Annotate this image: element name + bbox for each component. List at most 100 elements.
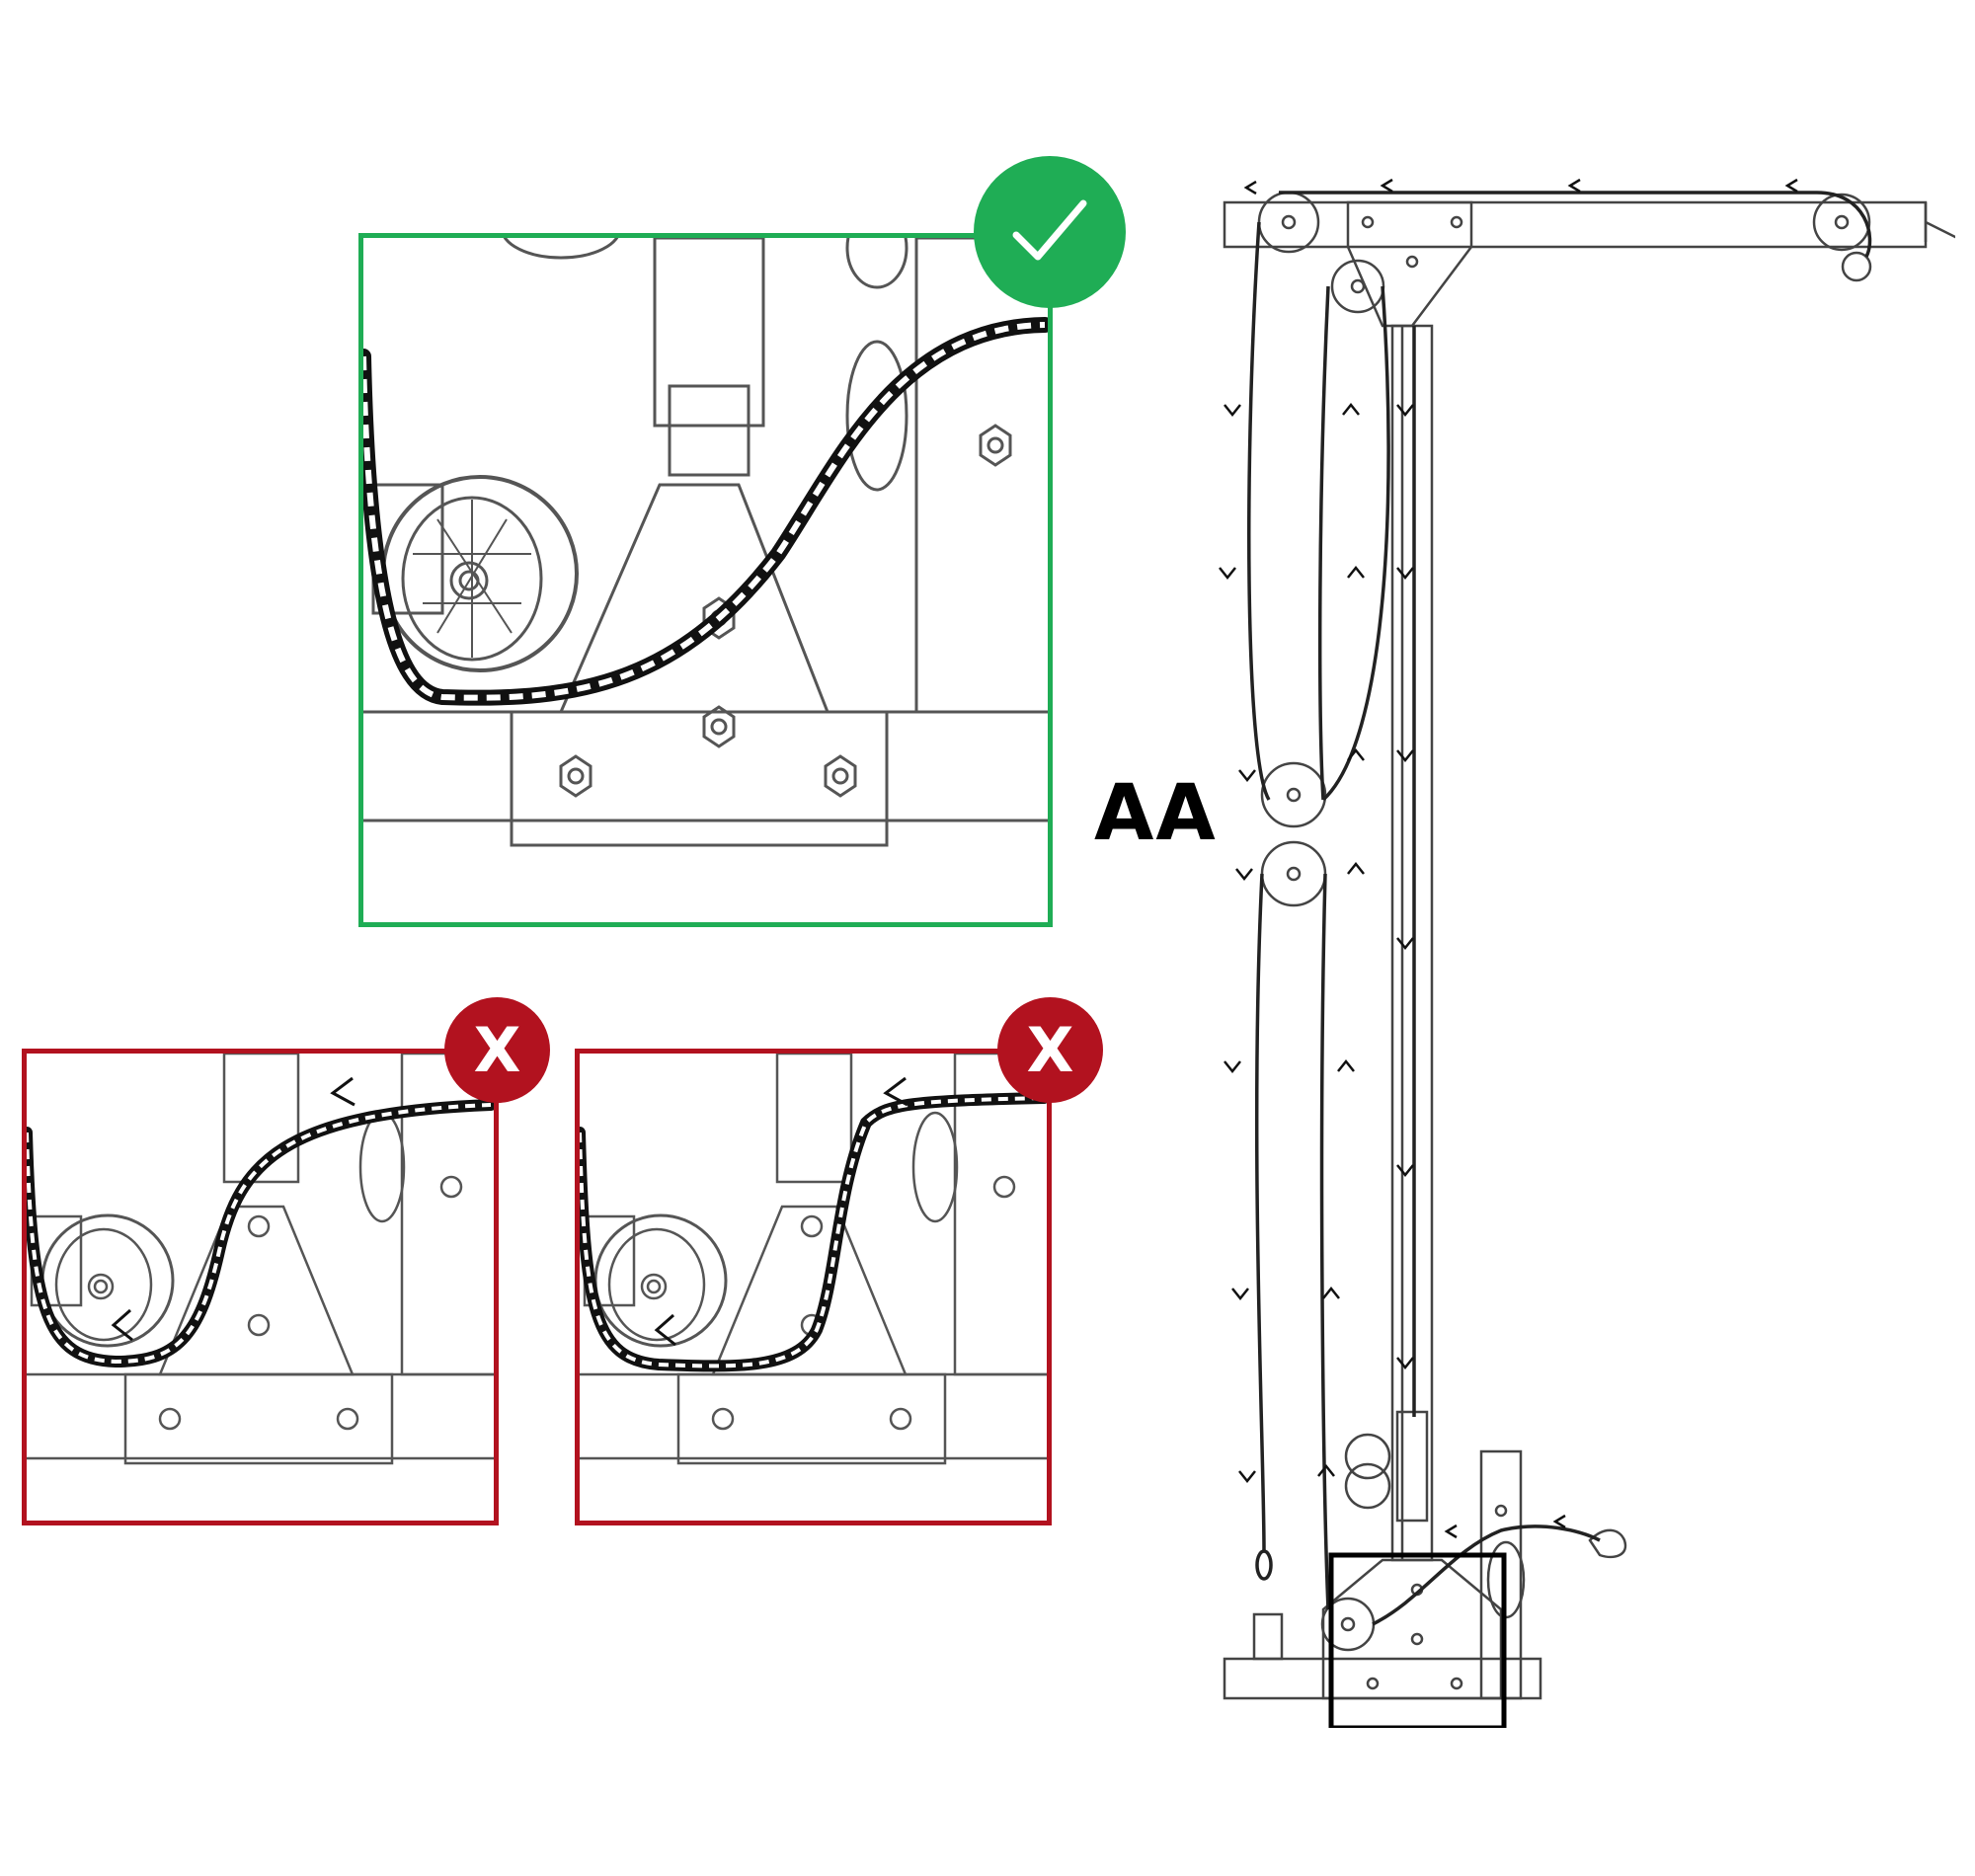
pulley-axle [1286,866,1302,882]
direction-arrow-icon [1396,749,1414,763]
detail-callout-box [1328,1552,1507,1728]
bolt [559,754,592,798]
correct-check-badge [974,156,1126,308]
direction-arrow-icon [1219,567,1236,581]
bolt [800,1214,824,1238]
cable [580,1092,1047,1372]
arm-hook [1924,202,1955,242]
cable-run [1317,285,1330,801]
weight-pulley-lower [1344,1462,1391,1510]
bolt-center [987,436,1004,454]
incorrect-routing-panel-2 [575,1049,1052,1525]
direction-arrow-icon [1552,1514,1566,1529]
top-rear-pulley [845,238,908,289]
weight-carriage [1395,1410,1429,1523]
direction-arrow-icon [1347,565,1365,579]
direction-arrow-icon [1444,1524,1458,1539]
right-frame [400,1054,494,1376]
handle-icon [1588,1528,1627,1559]
bolt [979,424,1012,467]
incorrect-routing-detail-1 [27,1054,494,1465]
pulley-axle [1340,1616,1356,1632]
right-frame [953,1054,1047,1376]
direction-arrow-icon [1784,178,1798,194]
pulley-spokes [413,500,531,658]
base-frame [1223,1657,1542,1700]
direction-arrow-icon [883,1076,908,1107]
triangle-bracket [158,1205,355,1376]
direction-arrow-icon [111,1308,133,1342]
foot-plate-icon [1252,1612,1284,1661]
bolt-center [831,767,849,785]
right-frame [914,238,1048,714]
correct-routing-panel [358,233,1053,927]
pulley-axle-inner [458,570,480,591]
direction-arrow-icon [1224,1060,1241,1074]
pulley-axle-inner [646,1279,662,1294]
direction-arrow-icon [1342,402,1360,416]
top-wheel [503,238,619,260]
cable-run [1279,191,1872,258]
cable-run [1247,221,1271,801]
bolt [158,1407,182,1431]
direction-arrow-icon [1396,937,1414,951]
bolt [824,754,857,798]
bolt-center [567,767,585,785]
pulley-inner [401,496,543,662]
direction-arrow-icon [1347,861,1365,875]
vertical-post [775,1054,853,1184]
base-plate [580,1372,1047,1460]
pulley-inner [54,1227,153,1342]
bolt [247,1214,271,1238]
direction-arrow-icon [1317,1463,1335,1477]
bolt [702,705,736,748]
direction-arrow-icon [1224,404,1241,418]
bolt [336,1407,359,1431]
machine-overview-diagram [1219,178,1955,1728]
pulley-axle [1281,214,1297,230]
bolt [1361,215,1375,229]
cable-core [27,1103,492,1365]
bolt [711,1407,735,1431]
triangle-bracket [558,483,830,714]
direction-arrow-icon [1243,180,1257,195]
cable-run [1372,1524,1601,1626]
bolt [1410,1632,1424,1646]
pulley-axle [1286,787,1302,803]
incorrect-routing-detail-2 [580,1054,1047,1465]
section-label: AA [1094,769,1218,858]
direction-arrow-icon [1337,1058,1355,1072]
carabiner-icon [1841,251,1872,282]
bolt-center [710,718,728,736]
bolt [247,1313,271,1337]
pulley-axle [1834,214,1850,230]
direction-arrow-icon [1235,868,1253,882]
middle-lower-pulley [1260,840,1327,907]
pulley-axle [1350,278,1366,294]
base-bracket [1321,1558,1503,1700]
vertical-post [653,238,765,428]
middle-upper-pulley [1260,761,1327,828]
rear-pulley [911,1111,959,1223]
cable-run [1254,873,1266,1551]
pulley-axle [640,1273,668,1300]
cable [27,1099,494,1368]
cable-core [363,322,1046,701]
pulley-wheel [40,1213,175,1348]
direction-arrow-icon [1396,404,1414,418]
bolt [992,1175,1016,1199]
cable-run [1321,285,1390,802]
pulley-axle-inner [93,1279,109,1294]
x-icon: X [473,1013,521,1086]
mount-plate [676,1372,947,1465]
bolt [439,1175,463,1199]
top-right-pulley [1812,193,1871,252]
direction-arrow-icon [1347,747,1365,761]
pulley-wheel [381,475,579,672]
bolt [1450,1677,1463,1690]
vertical-mast [1390,324,1434,1562]
incorrect-routing-panel-1 [22,1049,499,1525]
incorrect-x-badge-2: X [997,997,1103,1103]
cable-core [580,1096,1045,1368]
